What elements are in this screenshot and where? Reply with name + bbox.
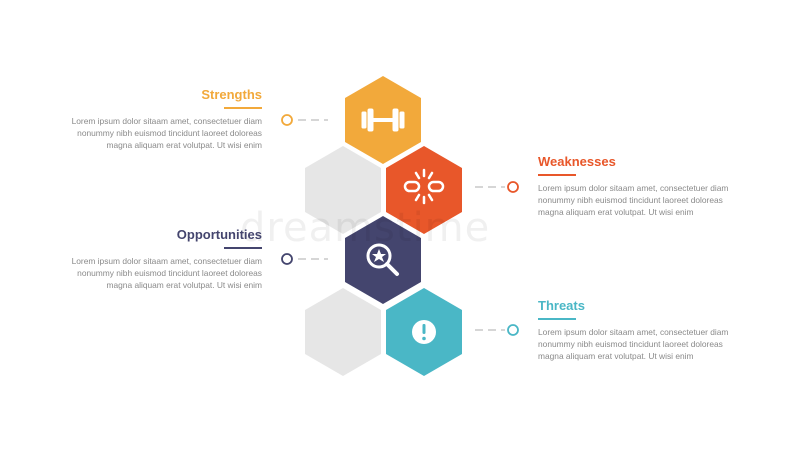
strengths-title: Strengths — [201, 87, 262, 102]
broken-chain-icon — [403, 168, 445, 205]
connector-opportunities — [281, 253, 328, 265]
weaknesses-block: Weaknesses Lorem ipsum dolor sitaam amet… — [538, 154, 738, 218]
threats-line-3: magna aliquam erat volutpat. Ut wisi eni… — [538, 351, 694, 361]
connector-strengths — [281, 114, 328, 126]
opportunities-block: Opportunities Lorem ipsum dolor sitaam a… — [62, 227, 262, 291]
threats-description: Lorem ipsum dolor sitaam amet, consectet… — [538, 326, 738, 362]
threats-underline — [538, 318, 576, 320]
opportunities-title: Opportunities — [176, 227, 262, 242]
opportunities-description: Lorem ipsum dolor sitaam amet, consectet… — [62, 255, 262, 291]
strengths-underline — [224, 107, 262, 109]
weaknesses-title: Weaknesses — [538, 154, 616, 169]
strengths-line-2: nonummy nibh euismod tincidunt laoreet d… — [77, 128, 262, 138]
watermark: dreamstime — [240, 205, 491, 251]
threats-title: Threats — [538, 298, 585, 313]
opportunities-line-1: Lorem ipsum dolor sitaam amet, consectet… — [71, 256, 262, 266]
threats-line-1: Lorem ipsum dolor sitaam amet, consectet… — [538, 327, 729, 337]
exclamation-icon — [412, 320, 436, 344]
opportunities-line-2: nonummy nibh euismod tincidunt laoreet d… — [77, 268, 262, 278]
hexagon-neutral-lower — [305, 288, 381, 376]
threats-line-2: nonummy nibh euismod tincidunt laoreet d… — [538, 339, 723, 349]
strengths-line-1: Lorem ipsum dolor sitaam amet, consectet… — [71, 116, 262, 126]
weaknesses-underline — [538, 174, 576, 176]
connector-weaknesses — [475, 181, 519, 193]
strengths-description: Lorem ipsum dolor sitaam amet, consectet… — [62, 115, 262, 151]
dumbbell-icon — [361, 108, 405, 132]
threats-block: Threats Lorem ipsum dolor sitaam amet, c… — [538, 298, 738, 362]
weaknesses-line-1: Lorem ipsum dolor sitaam amet, consectet… — [538, 183, 729, 193]
weaknesses-line-3: magna aliquam erat volutpat. Ut wisi eni… — [538, 207, 694, 217]
weaknesses-description: Lorem ipsum dolor sitaam amet, consectet… — [538, 182, 738, 218]
strengths-block: Strengths Lorem ipsum dolor sitaam amet,… — [62, 87, 262, 151]
weaknesses-line-2: nonummy nibh euismod tincidunt laoreet d… — [538, 195, 723, 205]
opportunities-line-3: magna aliquam erat volutpat. Ut wisi eni… — [106, 280, 262, 290]
hexagon-weaknesses — [386, 146, 462, 234]
strengths-line-3: magna aliquam erat volutpat. Ut wisi eni… — [106, 140, 262, 150]
hexagon-neutral-upper — [305, 146, 381, 234]
connector-threats — [475, 324, 519, 336]
magnifier-star-icon — [366, 243, 399, 276]
opportunities-underline — [224, 247, 262, 249]
